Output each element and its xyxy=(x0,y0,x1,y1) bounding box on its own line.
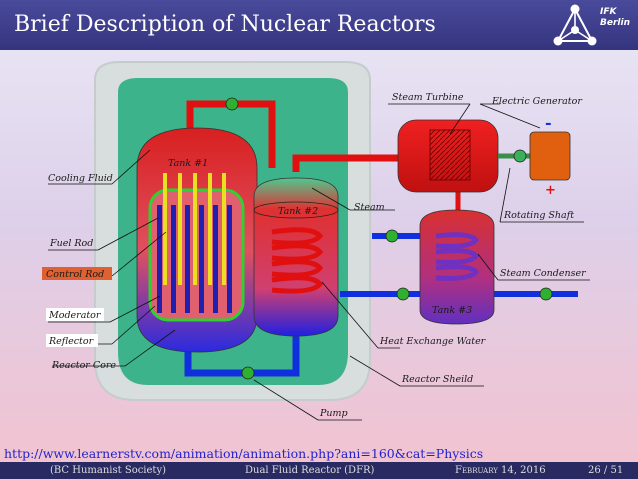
label-steam: Steam xyxy=(354,202,385,213)
heat-exchange-coil xyxy=(271,227,324,294)
control-rod xyxy=(163,173,167,285)
fuel-rod xyxy=(227,205,232,313)
source-url-link[interactable]: http://www.learnerstv.com/animation/anim… xyxy=(4,446,484,461)
fuel-rod xyxy=(213,205,218,313)
label-tank-3: Tank #3 xyxy=(432,305,472,316)
footer-talk-title: Dual Fluid Reactor (DFR) xyxy=(245,465,375,476)
valve-condenser-outlet xyxy=(396,287,410,301)
turbine-blades xyxy=(429,129,471,181)
label-reactor-core: Reactor Core xyxy=(51,360,116,371)
label-tank-2: Tank #2 xyxy=(278,206,318,217)
leader-lines xyxy=(48,103,590,421)
control-rod xyxy=(208,173,212,285)
label-electric-generator: Electric Generator xyxy=(491,96,583,107)
control-rod xyxy=(193,173,197,285)
triangle-network-logo-icon xyxy=(553,4,597,46)
reactor-diagram: - + xyxy=(42,61,590,421)
control-rod xyxy=(222,173,226,285)
generator-minus-sign: - xyxy=(545,113,552,132)
label-pump: Pump xyxy=(319,408,348,419)
logo-text-berlin: Berlin xyxy=(600,18,630,28)
slide-footer: (BC Humanist Society) Dual Fluid Reactor… xyxy=(0,462,638,479)
footer-page-number: 26 / 51 xyxy=(588,465,624,476)
valve-primary-hot xyxy=(225,97,239,111)
label-fuel-rod: Fuel Rod xyxy=(49,238,93,249)
label-reflector: Reflector xyxy=(48,336,95,347)
condenser-coil xyxy=(435,232,480,281)
footer-date: February 14, 2016 xyxy=(455,465,546,476)
ifk-berlin-logo: IFK Berlin xyxy=(552,3,632,47)
label-steam-turbine: Steam Turbine xyxy=(392,92,464,103)
electric-generator xyxy=(529,131,571,181)
footer-author: (BC Humanist Society) xyxy=(50,465,166,476)
generator-plus-sign: + xyxy=(545,183,556,198)
label-cooling-fluid: Cooling Fluid xyxy=(48,173,113,184)
reflector-label-bg xyxy=(46,334,98,347)
control-rods xyxy=(163,173,226,285)
fuel-rod xyxy=(185,205,190,313)
label-rotating-shaft: Rotating Shaft xyxy=(503,210,574,221)
label-control-rod: Control Rod xyxy=(46,269,104,280)
moderator-label-bg xyxy=(46,308,104,321)
valve-condenser-return xyxy=(539,287,553,301)
slide-title: Brief Description of Nuclear Reactors xyxy=(14,12,436,37)
fuel-rod xyxy=(157,205,162,313)
valve-condenser-inlet xyxy=(385,229,399,243)
steam-pipe xyxy=(292,154,404,172)
label-steam-condenser: Steam Condenser xyxy=(500,268,587,279)
label-moderator: Moderator xyxy=(48,310,102,321)
label-tank-1: Tank #1 xyxy=(168,158,208,169)
pump-valve xyxy=(241,366,255,380)
fuel-rod xyxy=(199,205,204,313)
fuel-rod xyxy=(171,205,176,313)
label-reactor-sheild: Reactor Sheild xyxy=(401,374,473,385)
slide-header: Brief Description of Nuclear Reactors IF… xyxy=(0,0,638,50)
control-rod-label-bg xyxy=(42,267,112,280)
valves xyxy=(225,97,553,380)
fuel-rods xyxy=(157,205,232,313)
logo-text-ifk: IFK xyxy=(600,7,617,17)
label-heat-exchange-water: Heat Exchange Water xyxy=(379,336,487,347)
control-rod xyxy=(178,173,182,285)
